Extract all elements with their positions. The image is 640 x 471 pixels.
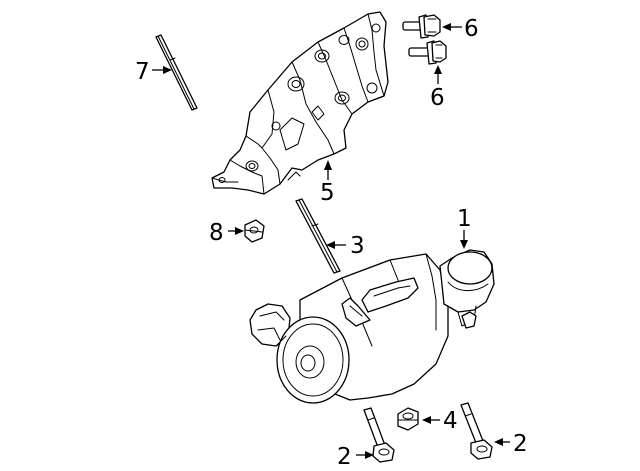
mounting-bracket-part-5 (211, 11, 389, 195)
bolt-part-6-top (402, 14, 441, 39)
nut-part-4 (397, 407, 419, 431)
bolt-part-2-left (363, 407, 395, 463)
callout-label-3: 3 (350, 233, 365, 259)
callout-label-5: 5 (320, 180, 335, 206)
water-pump-part-1 (249, 249, 495, 404)
callout-label-2-left: 2 (337, 444, 352, 470)
stud-part-3 (295, 198, 341, 274)
callout-leaders (152, 23, 510, 459)
bolt-part-2-right (460, 402, 493, 460)
callout-label-4: 4 (443, 408, 458, 434)
stud-part-7 (155, 34, 198, 111)
callout-label-1: 1 (457, 206, 472, 232)
callout-label-7: 7 (135, 59, 150, 85)
callout-label-2-right: 2 (513, 431, 528, 457)
callout-label-6-bottom: 6 (430, 85, 445, 111)
callout-label-8: 8 (209, 220, 224, 246)
callout-label-6-top: 6 (464, 16, 479, 42)
callout-labels: 1 2 2 3 4 5 6 6 7 8 (135, 16, 528, 470)
bolt-part-6-bottom (408, 40, 447, 65)
nut-part-8 (244, 219, 265, 243)
